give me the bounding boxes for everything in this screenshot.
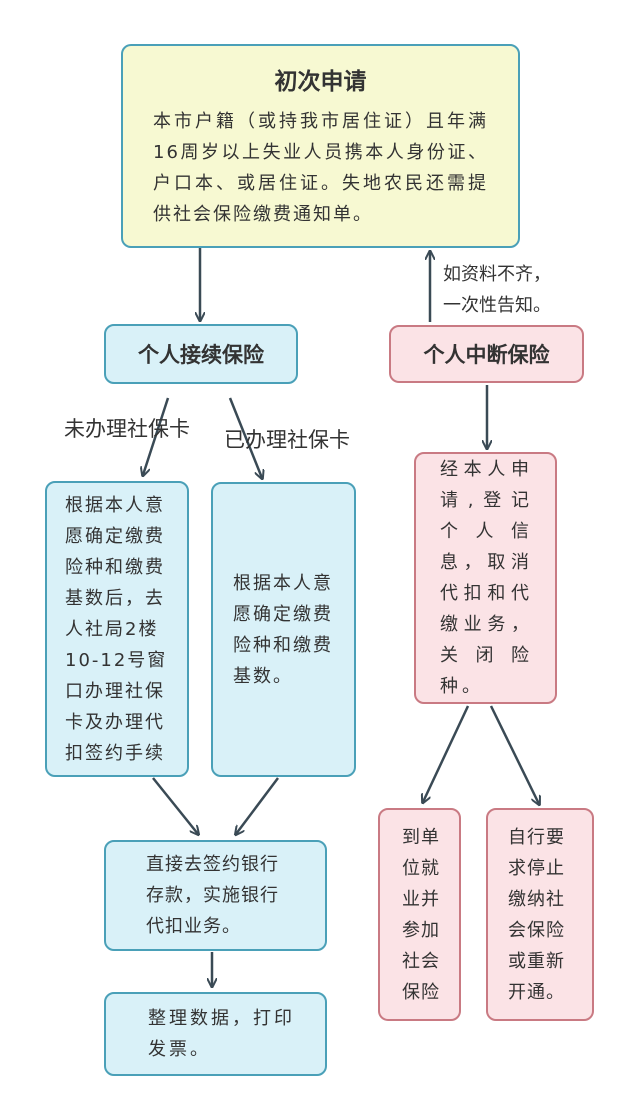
bank-box: 直接去签约银行存款，实施银行代扣业务。 [104, 840, 327, 951]
incomplete-note: 如资料不齐， 一次性告知。 [443, 259, 551, 321]
arrow-interrupt-to-employer [423, 705, 470, 802]
interrupt-detail-box: 经本人申请,登记个人信息，取消代扣和代缴业务，关闭险种。 [414, 452, 557, 704]
personal-interrupt-title: 个人中断保险 [423, 343, 550, 367]
employer-box: 到单位就业并参加社会保险 [378, 808, 461, 1021]
arrow-continue-to-no-card [143, 397, 170, 475]
arrow-has-card-to-bank [236, 777, 279, 834]
arrow-interrupt-to-stop [489, 705, 539, 804]
arrow-continue-to-has-card [228, 397, 262, 478]
interrupt-detail-body: 经本人申请,登记个人信息，取消代扣和代缴业务，关闭险种。 [440, 459, 533, 697]
bank-body: 直接去签约银行存款，实施银行代扣业务。 [146, 854, 279, 937]
has-card-box: 根据本人意愿确定缴费险种和缴费基数。 [211, 482, 356, 777]
print-box: 整理数据，打印发票。 [104, 992, 327, 1076]
branch-no-card-label: 未办理社保卡 [64, 417, 190, 441]
branch-has-card-label: 已办理社保卡 [224, 428, 350, 452]
has-card-body: 根据本人意愿确定缴费险种和缴费基数。 [233, 572, 333, 687]
personal-continue-title: 个人接续保险 [138, 343, 264, 367]
print-body: 整理数据，打印发票。 [148, 1008, 295, 1060]
arrow-no-card-to-bank [152, 777, 198, 834]
stop-body: 自行要求停止缴纳社会保险或重新开通。 [508, 826, 565, 1003]
no-card-body: 根据本人意愿确定缴费险种和缴费基数后，去人社局2楼10-12号窗口办理社保卡及办… [65, 494, 168, 764]
no-card-box: 根据本人意愿确定缴费险种和缴费基数后，去人社局2楼10-12号窗口办理社保卡及办… [45, 481, 189, 777]
employer-body: 到单位就业并参加社会保险 [402, 826, 440, 1003]
incomplete-note-line1: 如资料不齐， [443, 264, 551, 285]
first-apply-box: 初次申请 本市户籍（或持我市居住证）且年满16周岁以上失业人员携本人身份证、户口… [121, 44, 520, 248]
personal-interrupt-box: 个人中断保险 [389, 325, 584, 383]
stop-box: 自行要求停止缴纳社会保险或重新开通。 [486, 808, 594, 1021]
personal-continue-box: 个人接续保险 [104, 324, 298, 384]
first-apply-title: 初次申请 [274, 69, 367, 95]
incomplete-note-line2: 一次性告知。 [443, 295, 551, 316]
first-apply-body: 本市户籍（或持我市居住证）且年满16周岁以上失业人员携本人身份证、户口本、或居住… [153, 111, 488, 225]
